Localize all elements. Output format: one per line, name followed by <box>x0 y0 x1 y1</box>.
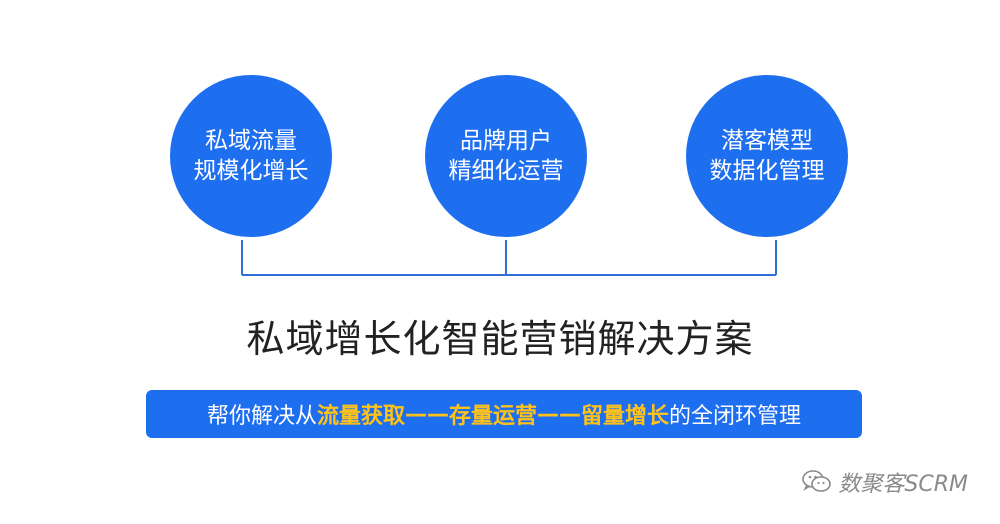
circle-1-line2: 规模化增长 <box>193 158 309 184</box>
circle-1-line1: 私域流量 <box>205 128 297 154</box>
main-title: 私域增长化智能营销解决方案 <box>246 317 754 361</box>
circle-private-traffic: 私域流量 规模化增长 <box>170 75 332 237</box>
banner-highlight-traffic: 流量获取 <box>316 404 405 429</box>
watermark: 数聚客SCRM <box>802 466 968 498</box>
banner-highlight-operation: 存量运营 <box>448 404 537 429</box>
banner-suffix: 的全闭环管理 <box>669 404 802 429</box>
circle-3-line2: 数据化管理 <box>709 158 825 184</box>
banner-highlight-growth: 留量增长 <box>581 404 670 429</box>
circle-prospect-model: 潜客模型 数据化管理 <box>686 75 848 237</box>
circle-2-line1: 品牌用户 <box>460 128 552 154</box>
watermark-text: 数聚客SCRM <box>838 472 968 497</box>
banner-separator-1: —— <box>404 401 449 427</box>
summary-banner: 帮你解决从 流量获取 —— 存量运营 —— 留量增长 的全闭环管理 <box>146 390 862 438</box>
circle-2-line2: 精细化运营 <box>448 158 564 184</box>
banner-separator-2: —— <box>537 401 581 427</box>
wechat-icon <box>802 470 832 492</box>
circle-3-line1: 潜客模型 <box>721 128 813 154</box>
banner-prefix: 帮你解决从 <box>206 404 317 429</box>
circle-brand-users: 品牌用户 精细化运营 <box>425 75 587 237</box>
bracket-connector <box>241 240 777 276</box>
